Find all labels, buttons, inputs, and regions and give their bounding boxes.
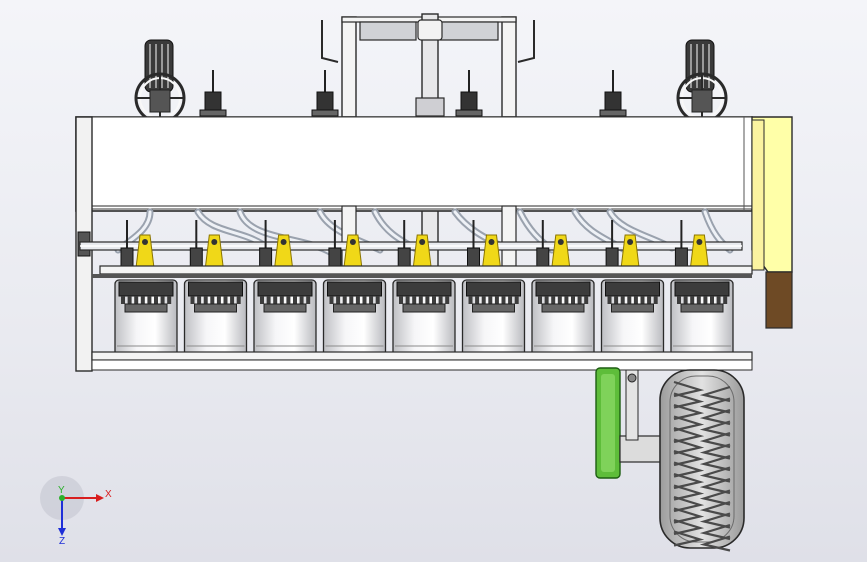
seed-meter-unit	[670, 279, 734, 357]
seed-meter-unit	[322, 279, 387, 357]
drive-chain-plate	[595, 367, 671, 479]
seed-nozzle	[605, 220, 640, 269]
seed-meter-unit	[253, 279, 317, 357]
right-handwheel	[676, 72, 728, 124]
right-side-panel	[751, 116, 793, 329]
seed-meter-unit	[531, 279, 595, 357]
bottom-frame-rail	[91, 351, 753, 371]
drive-shaft	[79, 241, 743, 251]
coordinate-triad: X Y Z	[40, 476, 112, 547]
top-mounting-posts	[199, 70, 627, 117]
seed-meter-unit	[461, 279, 526, 357]
left-handwheel	[134, 72, 186, 124]
ground-drive-tire	[659, 369, 745, 552]
seed-meter-unit	[600, 279, 665, 357]
seed-meter-unit	[114, 279, 178, 357]
x-axis-label: X	[105, 489, 112, 500]
seed-nozzles	[120, 220, 709, 269]
seed-nozzle	[120, 220, 155, 269]
seed-nozzle	[536, 220, 571, 269]
seed-nozzle	[189, 220, 224, 269]
seed-metering-units	[114, 279, 734, 357]
y-axis-label: Y	[58, 485, 65, 496]
seed-meter-unit	[392, 279, 456, 357]
seed-nozzle	[397, 220, 432, 269]
seed-hopper-box	[75, 116, 753, 212]
z-axis-label: Z	[59, 536, 65, 547]
meter-support-rail	[92, 265, 753, 278]
seed-meter-unit	[183, 279, 248, 357]
seed-nozzle	[328, 220, 363, 269]
right-depth-wheel	[685, 39, 715, 93]
seed-nozzle	[259, 220, 294, 269]
y-axis-dot	[59, 495, 65, 501]
